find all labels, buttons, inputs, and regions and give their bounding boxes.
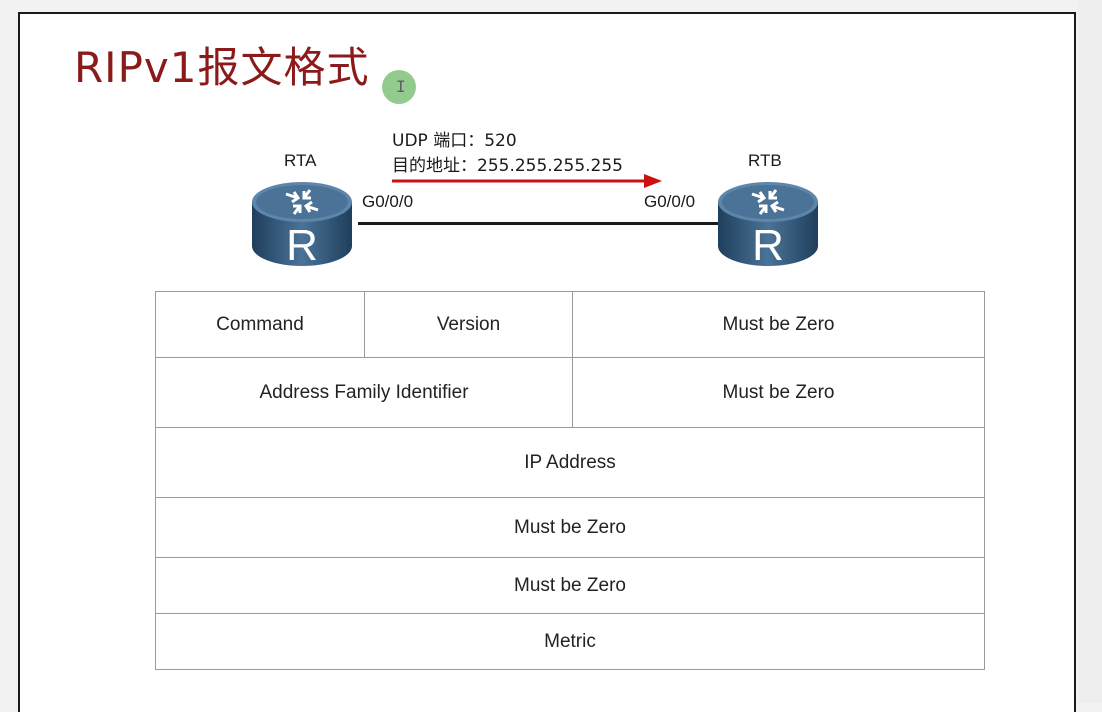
window-edge (1078, 0, 1102, 703)
direction-arrow-icon (392, 174, 662, 188)
slide-title: RIPv1报文格式 (74, 43, 370, 92)
router-b-icon[interactable]: R (716, 174, 820, 270)
text-cursor-icon: I (396, 77, 406, 96)
router-b-letter: R (752, 221, 784, 270)
router-b-name: RTB (748, 151, 782, 170)
address-family-identifier-field: Address Family Identifier (155, 357, 573, 428)
table-row: Address Family Identifier Must be Zero (155, 357, 985, 428)
must-be-zero-field: Must be Zero (572, 291, 985, 358)
command-field: Command (155, 291, 365, 358)
table-row: Must be Zero (155, 557, 985, 614)
udp-port-text: UDP 端口：520 (392, 131, 517, 151)
router-b-port: G0/0/0 (644, 192, 696, 211)
router-a-port: G0/0/0 (362, 192, 414, 211)
must-be-zero-field: Must be Zero (572, 357, 985, 428)
must-be-zero-field: Must be Zero (155, 497, 985, 558)
cursor-highlight: I (382, 70, 416, 104)
metric-field: Metric (155, 613, 985, 670)
network-link (358, 222, 720, 225)
router-a-name: RTA (284, 151, 317, 170)
table-row: IP Address (155, 427, 985, 498)
ip-address-field: IP Address (155, 427, 985, 498)
table-row: Must be Zero (155, 497, 985, 558)
router-a-letter: R (286, 221, 318, 270)
slide: RIPv1报文格式 I RTA R G0/0/0 (18, 12, 1076, 712)
router-a-icon[interactable]: R (250, 174, 354, 270)
rip-packet-format-table: Command Version Must be Zero Address Fam… (155, 291, 985, 670)
table-row: Metric (155, 613, 985, 670)
version-field: Version (364, 291, 573, 358)
dest-address-text: 目的地址：255.255.255.255 (392, 156, 624, 176)
table-row: Command Version Must be Zero (155, 291, 985, 358)
must-be-zero-field: Must be Zero (155, 557, 985, 614)
